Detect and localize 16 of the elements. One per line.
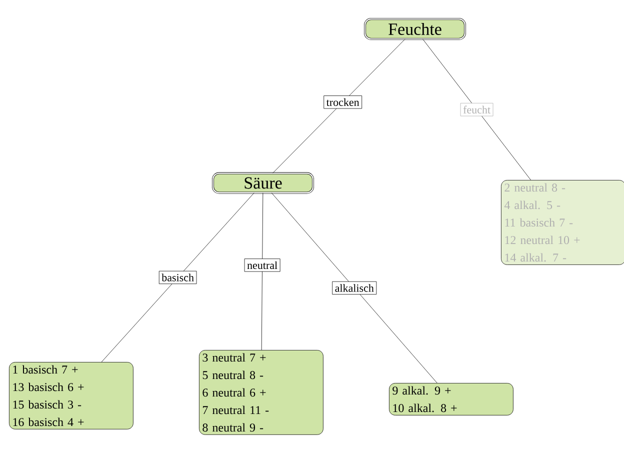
- connector-line: [272, 38, 406, 174]
- edge-label: trocken: [324, 96, 362, 109]
- connector-line: [101, 192, 254, 362]
- leaf-box: 1 basisch 7 + 13 basisch 6 + 15 basisch 3 - 16 basisch 4 +: [9, 362, 134, 430]
- leaf-box: 3 neutral 7 + 5 neutral 8 - 6 neutral 6 + 7 neutral 11 - 8 neutral 9 -: [199, 350, 324, 435]
- edge-label: basisch: [158, 270, 197, 284]
- connector-line: [422, 38, 531, 180]
- edge-label: feucht: [460, 102, 494, 116]
- decision-node: Feuchte: [364, 18, 466, 40]
- leaf-box: 9 alkal. 9 + 10 alkal. 8 +: [389, 383, 514, 416]
- connector-line: [261, 192, 264, 350]
- decision-node: Säure: [212, 172, 314, 194]
- leaf-box: 2 neutral 8 - 4 alkal. 5 - 11 basisch 7 - 12 neutral 10 + 14 alkal. 7 -: [501, 180, 624, 265]
- connector-line: [271, 192, 438, 384]
- edge-label: neutral: [244, 258, 280, 272]
- edge-label: alkalisch: [332, 281, 377, 295]
